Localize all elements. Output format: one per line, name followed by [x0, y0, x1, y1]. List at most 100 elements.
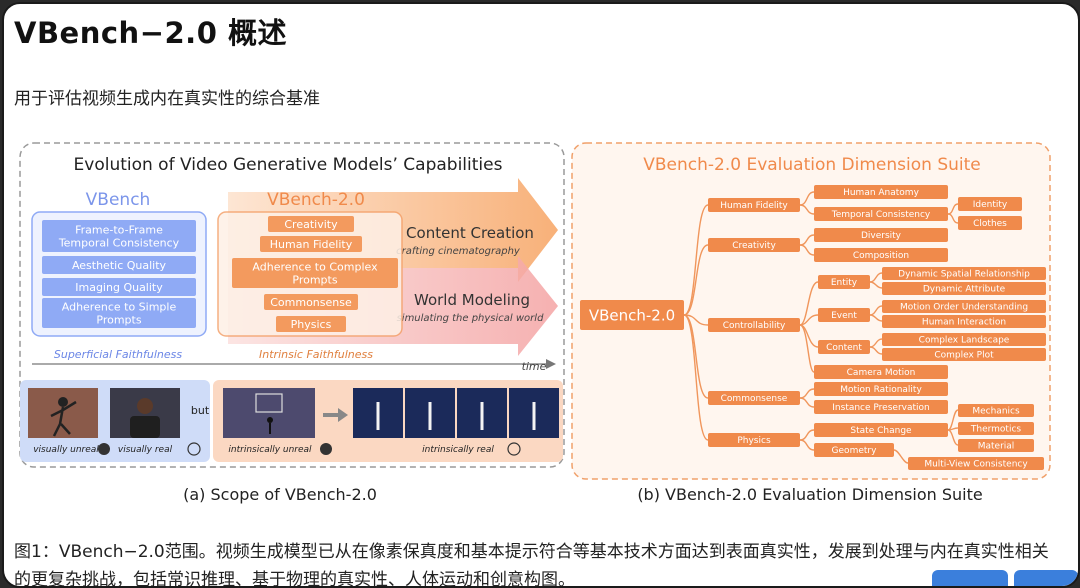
- tree-ctrl-leaf-3-label: Human Interaction: [922, 318, 1006, 328]
- thumb-label-4: intrinsically real: [422, 445, 494, 455]
- tree-ph-group-1: Geometry: [814, 443, 894, 457]
- tree-category-1-label: Creativity: [732, 241, 776, 251]
- page-subtitle: 用于评估视频生成内在真实性的综合基准: [14, 89, 320, 109]
- tree-hf-2: Identity: [958, 197, 1022, 211]
- tree-ctrl-leaf-4-label: Complex Landscape: [919, 336, 1010, 346]
- tree-ctrl-leaf-3: Human Interaction: [882, 315, 1046, 328]
- page-title: VBench−2.0 概述: [14, 16, 287, 50]
- arrow1-sub: crafting cinematography: [396, 246, 521, 257]
- tree-ctrl-leaf-2-label: Motion Order Understanding: [900, 303, 1028, 313]
- tree-hf-1: Temporal Consistency: [814, 207, 948, 221]
- thumb-label-3: intrinsically unreal: [228, 445, 312, 455]
- tree-hf-3-label: Clothes: [973, 219, 1007, 229]
- intrinsically-real-frames: [353, 388, 559, 438]
- tree-cr-1: Composition: [814, 248, 948, 262]
- vbench-item-2: Imaging Quality: [42, 278, 196, 296]
- arrow2-title: World Modeling: [414, 291, 530, 309]
- tree-hf-3: Clothes: [958, 216, 1022, 230]
- tree-category-4: Physics: [708, 433, 800, 447]
- but-label: but: [191, 404, 210, 417]
- vbench-title: VBench: [86, 190, 151, 210]
- tree-ctrl-group-0: Entity: [818, 275, 870, 289]
- partial-action-button-1[interactable]: [932, 570, 1008, 586]
- tree-ctrl-group-1: Event: [818, 308, 870, 322]
- tree-root: VBench-2.0: [580, 300, 684, 330]
- tree-category-1: Creativity: [708, 238, 800, 252]
- panel-b-title: VBench-2.0 Evaluation Dimension Suite: [643, 155, 981, 175]
- cool-face-icon: [507, 442, 521, 456]
- tree-category-4-label: Physics: [737, 436, 771, 446]
- tree-ctrl-leaf-1: Dynamic Attribute: [882, 282, 1046, 295]
- tree-ctrl-leaf-2: Motion Order Understanding: [882, 300, 1046, 313]
- tree-ctrl-group-0-label: Entity: [831, 278, 858, 288]
- vbench2-item-1-label: Human Fidelity: [270, 238, 353, 251]
- vbench2-item-0-label: Creativity: [284, 218, 338, 231]
- tree-ctrl-leaf-1-label: Dynamic Attribute: [923, 285, 1006, 295]
- figure-caption: 图1：VBench−2.0范围。视频生成模型已从在像素保真度和基本提示符合等基本…: [14, 542, 1049, 588]
- overview-figure: Evolution of Video Generative Models’ Ca…: [19, 142, 1051, 504]
- thumb-label-2: visually real: [118, 445, 173, 455]
- tree-cs-0-label: Motion Rationality: [840, 385, 922, 395]
- tree-category-2: Controllability: [708, 318, 800, 332]
- tree-ctrl-leaf-4: Complex Landscape: [882, 333, 1046, 346]
- sad-face-icon: [98, 443, 110, 455]
- tree-category-3-label: Commonsense: [721, 394, 788, 404]
- panel-a-heading: Evolution of Video Generative Models’ Ca…: [74, 155, 503, 175]
- tree-connectors: [683, 191, 959, 464]
- tree-ctrl-leaf-0-label: Dynamic Spatial Relationship: [898, 270, 1030, 280]
- transition-arrow: [323, 408, 348, 422]
- tree-ph-leaf-0: Mechanics: [958, 404, 1034, 417]
- panel-a-label: (a) Scope of VBench-2.0: [183, 485, 377, 504]
- tree-cr-1-label: Composition: [853, 251, 909, 261]
- panel-a: Evolution of Video Generative Models’ Ca…: [19, 142, 565, 504]
- vbench2-item-0: Creativity: [268, 216, 354, 232]
- panel-a-border: [19, 142, 565, 468]
- partial-action-button-2[interactable]: [1014, 570, 1078, 586]
- tree-ctrl-leaf-5-label: Complex Plot: [934, 351, 994, 361]
- tree-hf-0: Human Anatomy: [814, 185, 948, 199]
- tree-category-0: Human Fidelity: [708, 198, 800, 212]
- tree-hf-2-label: Identity: [973, 200, 1008, 210]
- tree-cr-0-label: Diversity: [861, 231, 902, 241]
- tree-cs-0: Motion Rationality: [814, 382, 948, 396]
- vbench2-item-3-label: Commonsense: [270, 296, 352, 309]
- vbench2-item-4: Physics: [276, 316, 346, 332]
- tree-hf-1-label: Temporal Consistency: [831, 210, 931, 220]
- tree-category-0-label: Human Fidelity: [720, 201, 788, 211]
- tree-ph-leaf-3-label: Multi-View Consistency: [924, 460, 1028, 470]
- sad-face-icon-2: [320, 443, 332, 455]
- tree-cs-1-label: Instance Preservation: [832, 403, 929, 413]
- vbench-item-1-label: Aesthetic Quality: [72, 259, 167, 272]
- tree-nodes: VBench-2.0 Human FidelityCreativityContro…: [580, 185, 1046, 470]
- vbench-item-2-label: Imaging Quality: [75, 281, 163, 294]
- tree-ph-leaf-3: Multi-View Consistency: [908, 457, 1044, 470]
- vbench2-item-1: Human Fidelity: [260, 236, 362, 252]
- tree-cr-0: Diversity: [814, 228, 948, 242]
- arrow1-title: Content Creation: [406, 224, 534, 242]
- tree-ph-leaf-1-label: Thermotics: [970, 425, 1022, 435]
- tree-ctrl-leaf-0: Dynamic Spatial Relationship: [882, 267, 1046, 280]
- tree-ph-leaf-2: Material: [958, 439, 1034, 452]
- vbench-caption: Superficial Faithfulness: [54, 348, 183, 361]
- arrow2-sub: simulating the physical world: [397, 313, 544, 324]
- time-axis-arrowhead: [546, 359, 556, 369]
- vbench2-item-4-label: Physics: [291, 318, 332, 331]
- tree-ctrl-leaf-5: Complex Plot: [882, 348, 1046, 361]
- vbench2-caption: Intrinsic Faithfulness: [259, 348, 373, 361]
- tree-category-2-label: Controllability: [723, 321, 786, 331]
- time-label: time: [522, 360, 547, 373]
- tree-ctrl-group-2: Content: [818, 340, 870, 354]
- tree-root-label: VBench-2.0: [589, 306, 675, 324]
- tree-ctrl-group-1-label: Event: [831, 311, 857, 321]
- panel-b: VBench-2.0 Evaluation Dimension Suite VB…: [571, 142, 1051, 504]
- tree-ph-group-1-label: Geometry: [832, 446, 878, 456]
- tree-ph-leaf-2-label: Material: [978, 442, 1015, 452]
- vbench2-title: VBench-2.0: [267, 190, 365, 210]
- vbench-item-1: Aesthetic Quality: [42, 256, 196, 274]
